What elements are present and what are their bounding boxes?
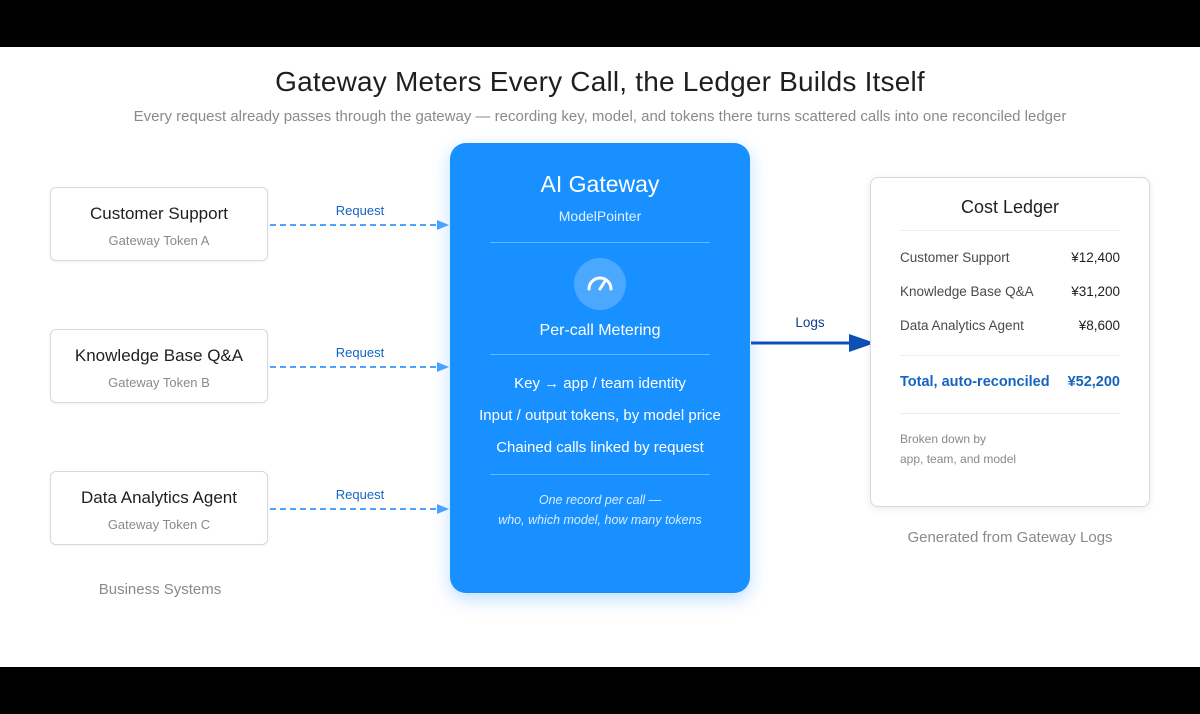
diagram-canvas: Gateway Meters Every Call, the Ledger Bu… — [0, 47, 1200, 667]
gateway-feature: Chained calls linked by request — [496, 439, 704, 456]
sources-caption: Business Systems — [98, 581, 222, 598]
ledger-divider — [900, 355, 1120, 356]
ledger-row-amount: ¥8,600 — [1078, 318, 1120, 333]
source-box-knowledge-base: Knowledge Base Q&A Gateway Token B — [50, 329, 268, 403]
request-label-1: Request — [335, 203, 385, 218]
ledger-row-amount: ¥12,400 — [1071, 250, 1120, 265]
ledger-row: Knowledge Base Q&A ¥31,200 — [900, 284, 1120, 304]
ledger-divider — [900, 413, 1120, 414]
ledger-row-name: Customer Support — [900, 250, 1010, 265]
logs-label: Logs — [795, 315, 825, 330]
ledger-row-amount: ¥31,200 — [1071, 284, 1120, 299]
ledger-total-amount: ¥52,200 — [1067, 374, 1120, 390]
gateway-note: One record per call — — [538, 493, 662, 507]
speedometer-icon — [574, 258, 626, 310]
ledger-total: Total, auto-reconciled ¥52,200 — [900, 374, 1120, 394]
ledger-note: Broken down by — [900, 432, 987, 446]
source-token: Gateway Token C — [107, 517, 211, 532]
ledger-row: Customer Support ¥12,400 — [900, 250, 1120, 270]
source-name: Customer Support — [90, 204, 228, 223]
gateway-subtitle: ModelPointer — [558, 208, 642, 224]
gateway-divider — [490, 242, 710, 243]
source-box-data-analytics: Data Analytics Agent Gateway Token C — [50, 471, 268, 545]
ledger-row: Data Analytics Agent ¥8,600 — [900, 318, 1120, 338]
gateway-feature: Input / output tokens, by model price — [479, 407, 721, 424]
source-box-customer-support: Customer Support Gateway Token A — [50, 187, 268, 261]
ledger-note: app, team, and model — [900, 452, 1017, 466]
ledger-total-label: Total, auto-reconciled — [900, 374, 1050, 390]
request-label-2: Request — [335, 345, 385, 360]
source-name: Knowledge Base Q&A — [74, 346, 244, 365]
metering-label: Per-call Metering — [539, 322, 661, 339]
request-label-3: Request — [335, 487, 385, 502]
gateway-divider — [490, 354, 710, 355]
ledger-row-name: Data Analytics Agent — [900, 318, 1024, 333]
source-name: Data Analytics Agent — [81, 488, 237, 507]
page-title: Gateway Meters Every Call, the Ledger Bu… — [275, 66, 925, 97]
ledger-divider — [900, 230, 1120, 231]
page-subtitle: Every request already passes through the… — [133, 108, 1067, 125]
gateway-title: AI Gateway — [540, 171, 660, 197]
ledger-caption: Generated from Gateway Logs — [907, 529, 1113, 546]
gateway-note: who, which model, how many tokens — [498, 513, 702, 527]
gateway-divider — [490, 474, 710, 475]
source-token: Gateway Token A — [108, 233, 210, 248]
cost-ledger-card: Cost Ledger Customer Support ¥12,400 Kno… — [870, 177, 1150, 507]
source-token: Gateway Token B — [108, 375, 210, 390]
ai-gateway-card: AI Gateway ModelPointer Per-call Meterin… — [450, 143, 750, 593]
gateway-feature: Key → app / team identity — [514, 375, 686, 392]
ledger-title: Cost Ledger — [960, 197, 1060, 217]
ledger-row-name: Knowledge Base Q&A — [900, 284, 1034, 299]
